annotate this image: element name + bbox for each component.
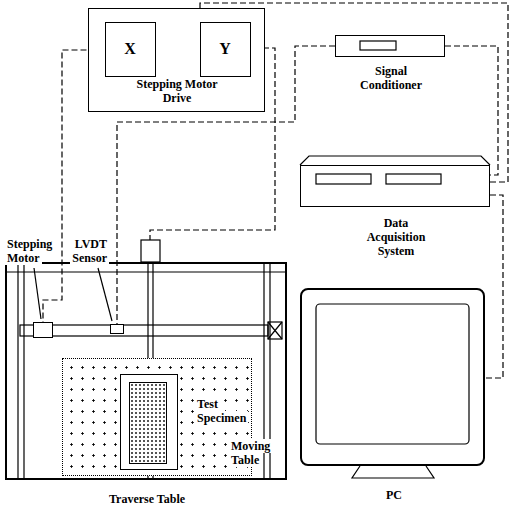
motor-symbol — [141, 240, 160, 262]
node-label: Moving Table — [229, 439, 285, 467]
crossbar-end — [268, 322, 282, 339]
rail — [17, 262, 18, 480]
display-window — [360, 41, 396, 50]
conditioner-box: Signal Conditioner — [335, 35, 445, 57]
rail — [5, 271, 287, 272]
node-label: Y — [201, 23, 250, 76]
crossbar — [20, 325, 268, 336]
leader-line — [98, 268, 112, 321]
node-label: PC — [354, 488, 434, 502]
label-patch: Test Specimen — [195, 397, 248, 425]
channel-box: X — [105, 22, 156, 77]
daq-slot — [316, 174, 371, 184]
traverse-frame: Traverse TableStepping MotorLVDT SensorM… — [5, 262, 287, 480]
daq-box: Data Acquisition System — [300, 165, 490, 207]
monitor-stand — [352, 466, 434, 478]
label-patch: LVDT Sensor — [70, 237, 109, 265]
specimen-core — [129, 382, 167, 464]
sensor-box: LVDT Sensor — [110, 324, 124, 334]
daq-slot — [386, 174, 441, 184]
node-label: X — [106, 23, 155, 76]
moving-table: Moving TableTest Specimen — [62, 358, 252, 476]
node-label: Stepping Motor Drive — [127, 77, 227, 105]
drive-box: Stepping Motor DriveXY — [88, 8, 265, 112]
daq-top-face — [300, 156, 490, 165]
label-patch: Moving Table — [229, 439, 272, 467]
leader-line — [34, 268, 41, 319]
node-label: LVDT Sensor — [61, 237, 109, 265]
node-label: Traverse Table — [67, 492, 227, 506]
node-label: Stepping Motor — [5, 237, 61, 265]
specimen-frame: Test Specimen — [120, 374, 178, 470]
label-patch: Stepping Motor — [5, 237, 54, 265]
signal-wire — [485, 195, 503, 378]
crossbar-end-cross — [268, 322, 282, 339]
monitor-screen — [316, 304, 469, 444]
rail — [23, 262, 24, 480]
signal-wire — [445, 46, 498, 175]
node-label: Signal Conditioner — [351, 64, 431, 92]
node-label: Data Acquisition System — [341, 216, 451, 258]
monitor-box: PC — [300, 288, 485, 466]
node-label: Test Specimen — [195, 397, 259, 425]
channel-box: Y — [200, 22, 251, 77]
motor-box: Stepping Motor — [33, 322, 53, 338]
